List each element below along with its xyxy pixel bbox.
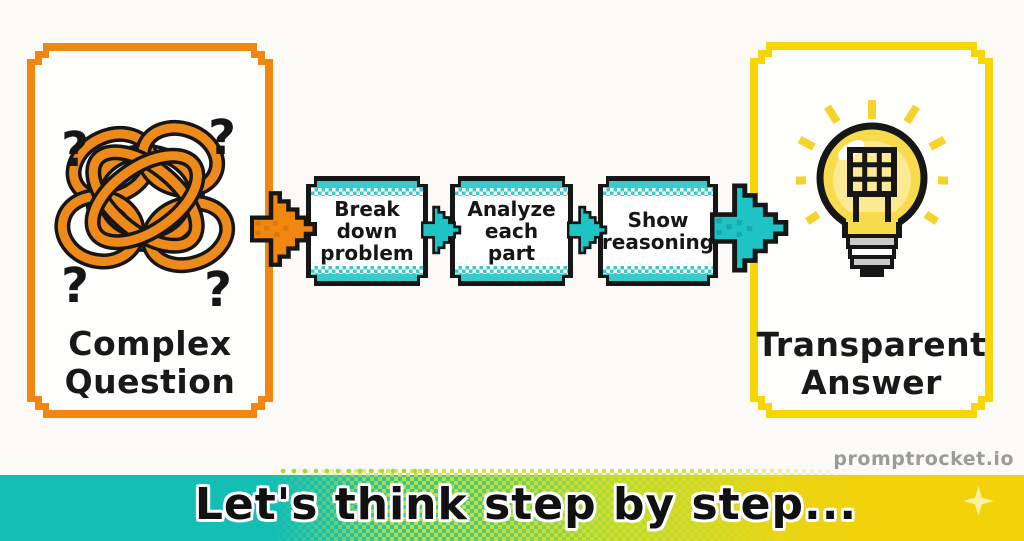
dither-band (311, 266, 423, 281)
step-box-show-reasoning: Show reasoning (598, 176, 718, 286)
step-label: Break down problem (320, 197, 414, 265)
question-mark-icon: ? (61, 258, 89, 314)
dither-band (455, 181, 568, 196)
dither-band (603, 181, 713, 196)
tangled-knot-icon: ? ? ? ? (54, 110, 236, 318)
watermark: promptrocket.io (833, 448, 1014, 470)
dither-band (455, 266, 568, 281)
teal-arrow-icon (567, 205, 608, 255)
dots-strip (280, 467, 430, 475)
question-mark-icon: ? (204, 262, 232, 318)
orange-arrow-icon (250, 191, 318, 267)
teal-arrow-icon (421, 205, 462, 255)
step-label: Analyze each part (467, 197, 556, 265)
banner-caption: Let's think step by step... (194, 479, 858, 530)
step-box-break-down: Break down problem (306, 176, 428, 286)
dither-band (311, 181, 423, 196)
big-teal-arrow-icon (710, 183, 789, 273)
transparent-answer-label: Transparent Answer (756, 325, 987, 402)
step-label: Show reasoning (601, 208, 715, 254)
question-mark-icon: ? (61, 122, 89, 178)
step-box-analyze: Analyze each part (450, 176, 573, 286)
dither-band (603, 266, 713, 281)
lightbulb-icon (796, 100, 948, 277)
complex-question-label: Complex Question (64, 324, 236, 401)
banner-dither-pattern (270, 469, 860, 541)
question-mark-icon: ? (208, 110, 236, 166)
